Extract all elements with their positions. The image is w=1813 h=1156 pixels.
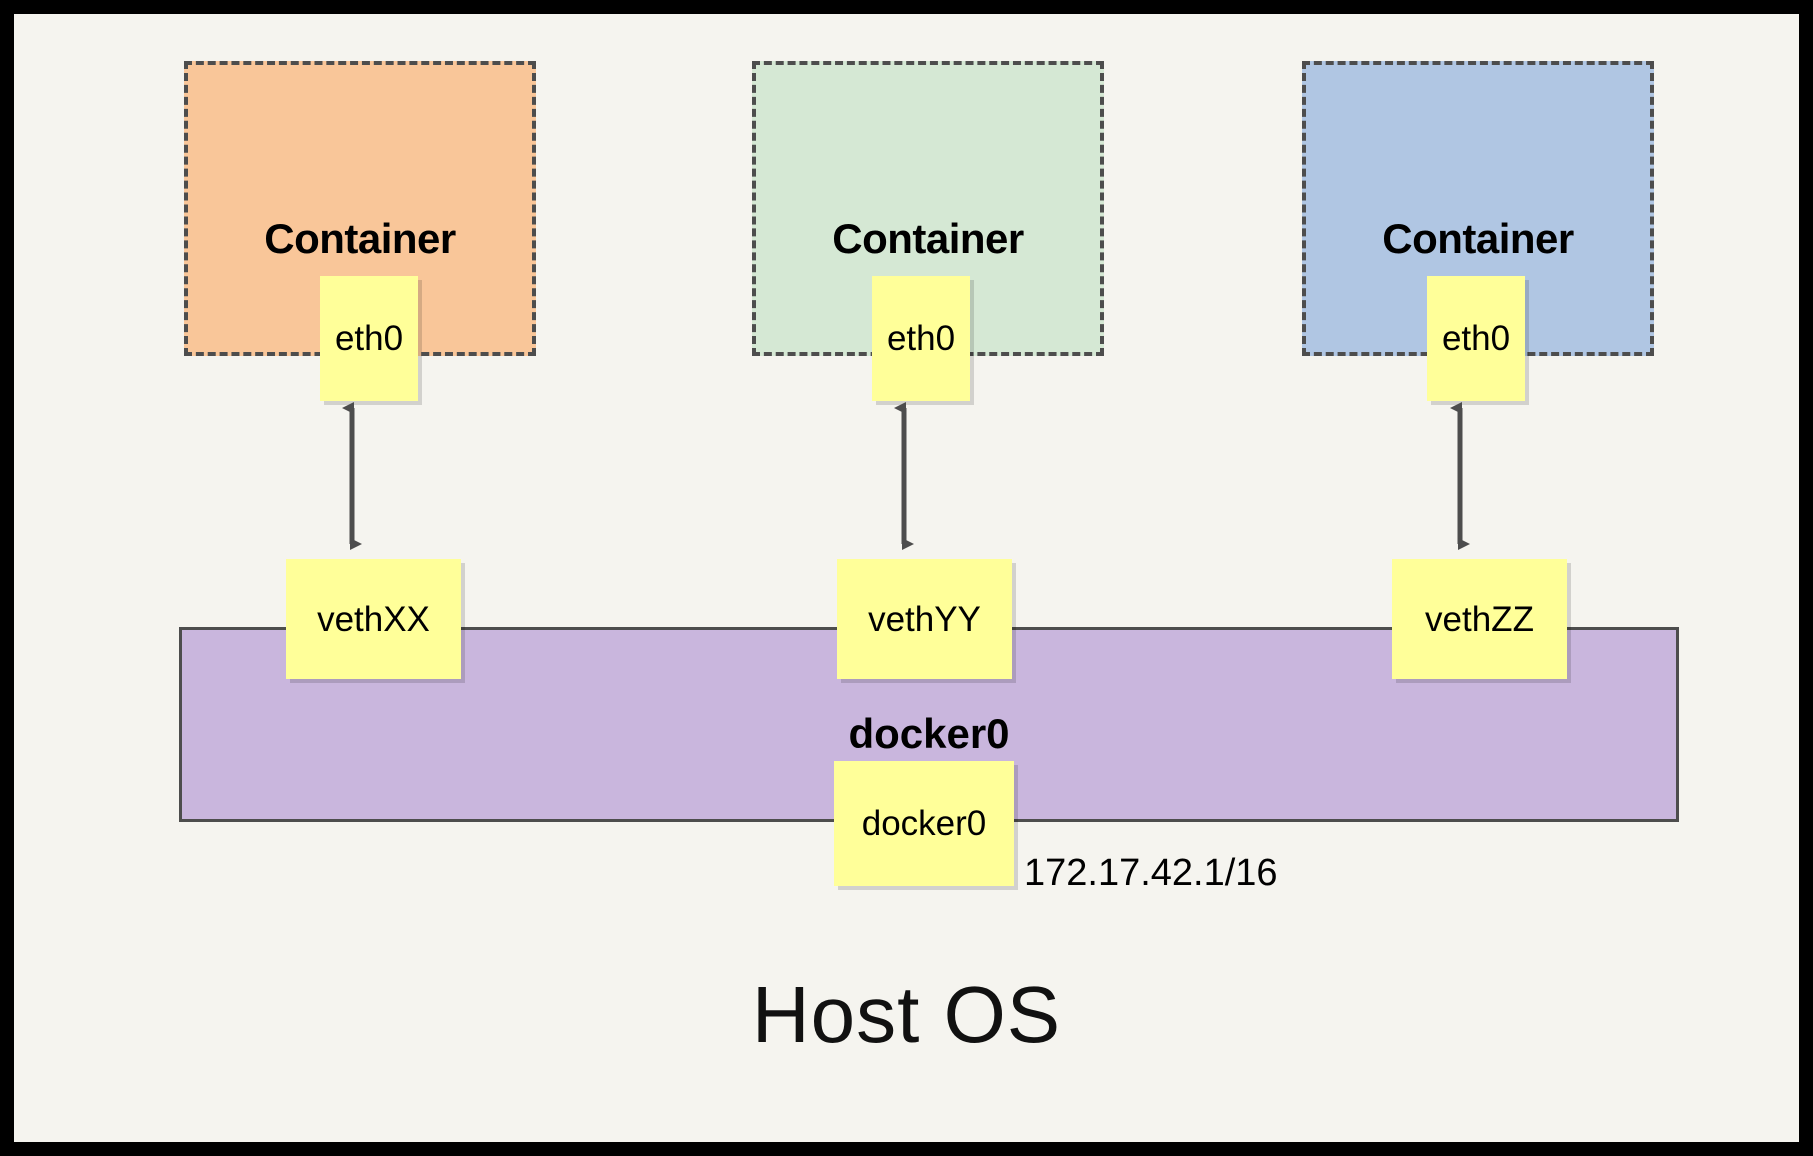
veth-link-arrow-2: [894, 402, 914, 550]
veth-label-2: vethYY: [868, 599, 981, 639]
container-title-1: Container: [264, 215, 456, 262]
docker0-interface-label: docker0: [861, 804, 987, 843]
container-eth0-label-1: eth0: [334, 319, 404, 358]
docker0-ip-label: 172.17.42.1/16: [1024, 852, 1278, 894]
veth-box-2[interactable]: vethYY: [837, 559, 1012, 679]
container-eth0-2[interactable]: eth0: [872, 276, 970, 401]
veth-box-1[interactable]: vethXX: [286, 559, 461, 679]
veth-box-3[interactable]: vethZZ: [1392, 559, 1567, 679]
docker0-bridge-label: docker0: [848, 710, 1010, 757]
container-eth0-3[interactable]: eth0: [1427, 276, 1525, 401]
container-title-2: Container: [832, 215, 1024, 262]
veth-link-arrow-3: [1450, 402, 1470, 550]
container-eth0-label-3: eth0: [1441, 319, 1511, 358]
container-title-3: Container: [1382, 215, 1574, 262]
diagram-stage: Container eth0 Container eth0 Container …: [14, 14, 1799, 1142]
host-os-title: Host OS: [751, 970, 1062, 1059]
veth-label-3: vethZZ: [1425, 599, 1534, 639]
veth-label-1: vethXX: [317, 599, 430, 639]
docker0-interface-box[interactable]: docker0: [834, 761, 1014, 886]
container-eth0-1[interactable]: eth0: [320, 276, 418, 401]
veth-link-arrow-1: [342, 402, 362, 550]
container-eth0-label-2: eth0: [886, 319, 956, 358]
